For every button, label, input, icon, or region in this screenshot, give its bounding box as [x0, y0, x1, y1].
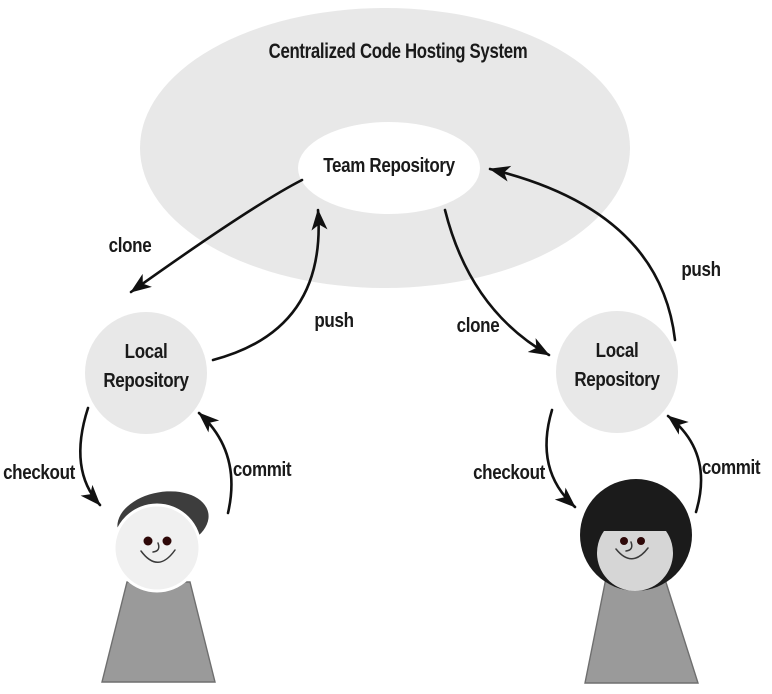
clone-arrow-right [443, 208, 551, 357]
commit-label-left: commit [233, 458, 292, 481]
push-label-right: push [681, 258, 720, 281]
commit-label-right: commit [702, 456, 761, 479]
team-repository-label: Team Repository [323, 154, 455, 177]
developer-right-figure [580, 479, 699, 684]
checkout-arrow-right [545, 408, 577, 509]
checkout-label-left: checkout [3, 461, 75, 484]
commit-arrow-left [197, 411, 233, 515]
clone-arrow-left [129, 178, 304, 294]
diagram-title: Centralized Code Hosting System [269, 40, 528, 63]
developer-right-face [597, 531, 673, 591]
team-repository-node [298, 122, 480, 214]
clone-label-right: clone [457, 314, 500, 337]
developer-right-eye-left [620, 537, 628, 545]
checkout-label-right: checkout [473, 461, 545, 484]
developer-left-eye-left [143, 536, 153, 546]
developer-left-nose [152, 542, 160, 553]
push-arrow-left [211, 208, 328, 362]
developer-right-nose [625, 541, 633, 552]
local-repository-left-label-line2: Repository [103, 369, 189, 392]
clone-label-left: clone [109, 234, 152, 257]
push-arrow-right [488, 165, 677, 342]
local-repository-left-label-line1: Local [125, 340, 168, 363]
developer-left-smile [140, 549, 176, 563]
developer-left-eye-right [162, 536, 172, 546]
checkout-arrow-left [79, 406, 102, 507]
commit-arrow-right [666, 414, 703, 514]
developer-right-eye-right [637, 537, 645, 545]
developer-left-figure [101, 491, 216, 683]
developer-right-smile [615, 547, 649, 560]
push-label-left: push [314, 309, 353, 332]
developer-left-body [101, 581, 216, 683]
developer-left-face [112, 503, 202, 593]
local-repository-left-node [85, 312, 207, 434]
local-repository-right-node [556, 311, 678, 433]
local-repository-right-label-line1: Local [596, 339, 639, 362]
local-repository-right-label-line2: Repository [574, 368, 660, 391]
